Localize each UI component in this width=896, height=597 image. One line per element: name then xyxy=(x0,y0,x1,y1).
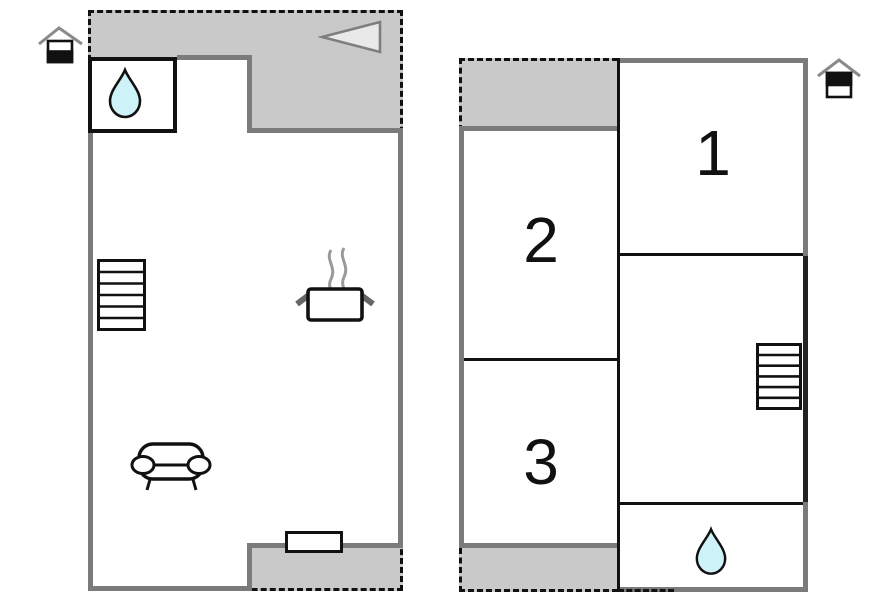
partition-room1-bottom xyxy=(620,253,803,256)
open-area-south xyxy=(459,548,618,592)
wall-east-dark-segment xyxy=(803,256,808,502)
upper-floor-indicator-icon xyxy=(817,58,861,99)
room-2-label: 2 xyxy=(523,204,559,276)
room-3-label: 3 xyxy=(523,426,559,498)
wall xyxy=(247,55,252,133)
partition-main-vertical xyxy=(617,58,620,592)
wall-west xyxy=(88,133,93,591)
dashed-segment xyxy=(618,574,674,592)
wall-north xyxy=(618,58,808,63)
wall xyxy=(247,128,403,133)
wall xyxy=(177,55,252,60)
terrace-south xyxy=(250,548,403,591)
wall-south xyxy=(88,586,250,591)
partition-bathroom-top xyxy=(620,502,803,505)
wall-west xyxy=(459,126,464,548)
stairs-icon xyxy=(97,259,146,331)
wall-south xyxy=(618,587,808,592)
wall xyxy=(459,126,618,131)
vent-triangle-icon xyxy=(318,20,382,54)
room-1-label: 1 xyxy=(695,117,731,189)
partition-room2-room3 xyxy=(464,358,617,361)
water-drop-icon xyxy=(108,67,142,119)
cooking-pot-icon xyxy=(295,247,375,322)
window-marker xyxy=(285,531,343,553)
sofa-icon xyxy=(130,442,212,491)
open-area-north xyxy=(459,58,618,131)
stairs-icon xyxy=(756,343,802,410)
wall-east xyxy=(398,133,403,548)
ground-floor-indicator-icon xyxy=(38,26,83,64)
water-drop-icon xyxy=(695,526,727,575)
terrace-north xyxy=(88,10,250,57)
wall xyxy=(459,543,618,548)
wall xyxy=(247,543,252,591)
